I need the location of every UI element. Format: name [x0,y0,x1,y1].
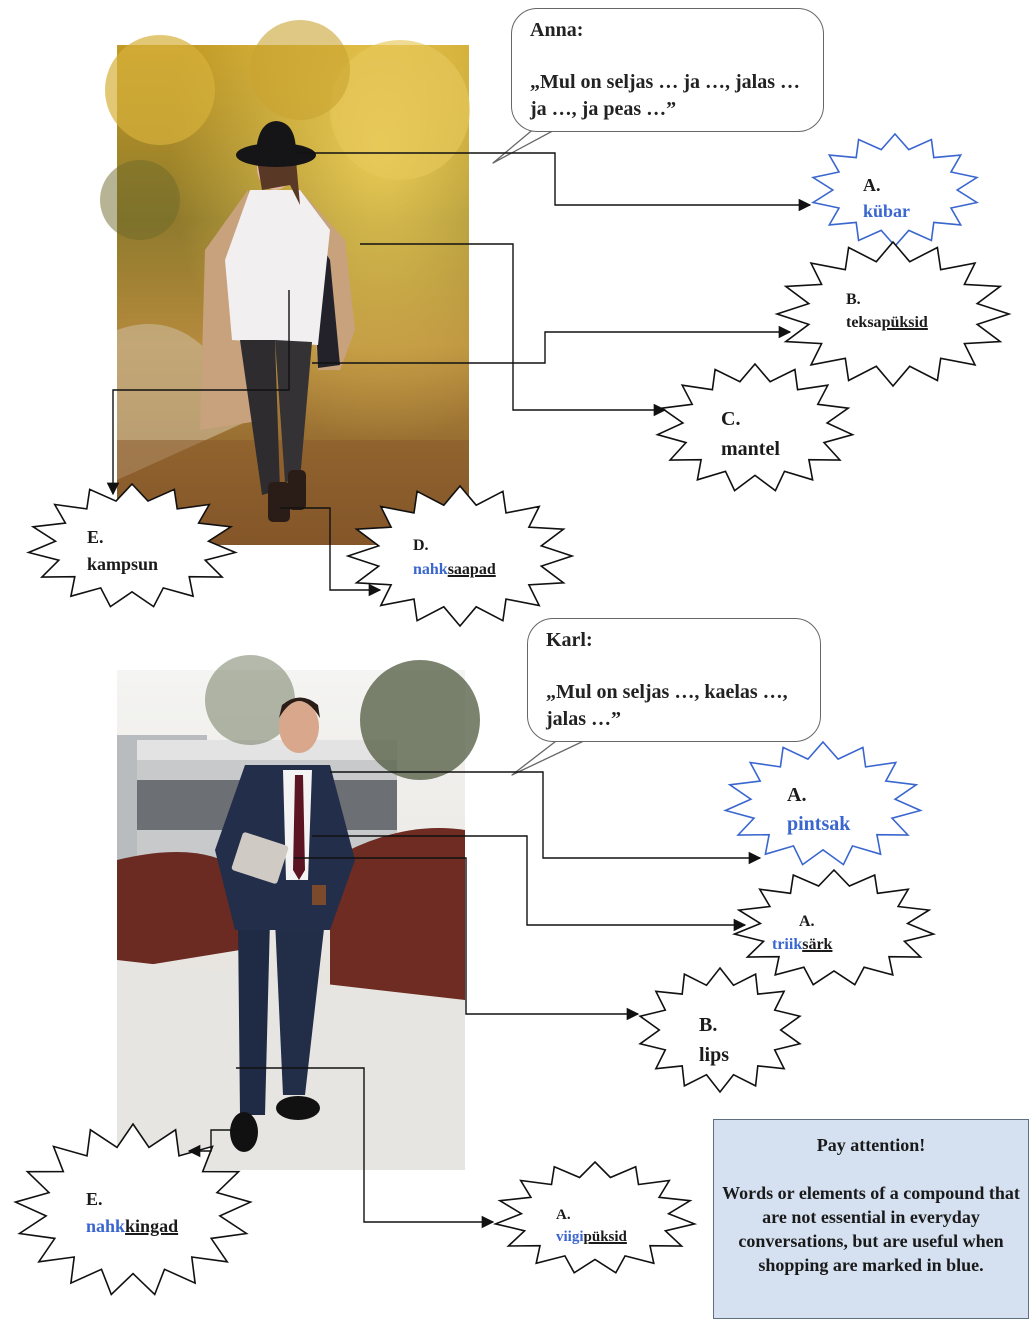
karl-photo [117,655,480,1170]
karl-label-pintsak: A. pintsak [787,781,850,839]
connector-sweater-kampsun [106,290,290,496]
connector-shirt-triiksark [312,835,747,932]
label-letter: B. [699,1014,718,1036]
label-blue-part: nahk [86,1216,126,1236]
label-underlined-part: särk [802,936,833,953]
karl-connectors [187,771,762,1229]
karl-speaker-label: Karl: [546,629,593,651]
anna-label-mantel: C. mantel [721,404,780,464]
connector-boots-saapad [280,507,382,597]
anna-burst-teksapuksid [774,240,1012,388]
label-underlined-part: kingad [125,1216,179,1236]
label-blue-part: pintsak [787,813,851,835]
anna-burst-mantel [655,362,855,492]
karl-burst-triiksark [731,868,937,986]
label-plain-part: kampsun [87,554,159,574]
anna-label-kubar: A. kübar [863,172,910,224]
label-plain-part: mantel [721,438,780,460]
note-body: Words or elements of a compound that are… [722,1183,1020,1275]
anna-quote: „Mul on seljas … ja …, jalas … ja …, ja … [530,71,800,120]
label-blue-part: triik [772,936,803,953]
anna-speech-bubble: Anna: „Mul on seljas … ja …, jalas … ja … [511,8,824,132]
label-letter: C. [721,408,741,430]
anna-label-kampsun: E. kampsun [87,524,158,578]
label-underlined-part: püksid [583,1229,627,1245]
connector-shoes-kingad [187,1129,240,1158]
anna-burst-kampsun [26,482,238,608]
karl-label-lips: B. lips [699,1010,729,1070]
karl-burst-nahkkingad [13,1122,253,1296]
karl-label-nahkkingad: E. nahkkingad [86,1186,178,1240]
anna-speaker-label: Anna: [530,19,584,41]
anna-label-nahksaapad: D. nahksaapad [413,534,496,582]
karl-label-viigipuksid: A. viigipüksid [556,1204,627,1248]
connector-coat-mantel [360,243,667,417]
anna-bubble-tail [492,126,561,164]
label-letter: A. [556,1207,571,1223]
karl-bubble-tail [511,737,591,776]
anna-photo [100,20,470,545]
label-letter: E. [86,1189,103,1209]
label-letter: A. [799,913,815,930]
note-title: Pay attention! [816,1135,926,1155]
karl-speech-bubble: Karl: „Mul on seljas …, kaelas …, jalas … [527,618,821,742]
anna-label-teksapuksid: B. teksapüksid [846,288,928,334]
label-letter: D. [413,537,429,554]
anna-burst-nahksaapad [345,484,575,628]
attention-note: Pay attention! Words or elements of a co… [713,1119,1029,1319]
connector-hat-kubar [295,152,812,212]
starburst-group [13,132,1012,1296]
label-blue-part: nahk [413,561,448,578]
karl-quote: „Mul on seljas …, kaelas …, jalas …” [546,681,788,730]
label-plain-part: teksa [846,314,882,331]
label-letter: B. [846,291,861,308]
karl-burst-viigipuksid [492,1160,698,1274]
label-plain-part: lips [699,1044,730,1066]
label-underlined-part: saapad [447,561,496,578]
connector-tie-lips [294,857,640,1021]
karl-label-triiksark: A. triiksärk [772,910,833,956]
label-letter: E. [87,527,104,547]
label-blue-part: viigi [556,1229,584,1245]
connector-jeans-puksid [312,325,792,364]
karl-burst-pintsak [723,740,923,866]
label-letter: A. [863,175,881,195]
connector-jacket-pintsak [330,771,762,865]
label-underlined-part: püksid [881,314,928,331]
label-blue-part: kübar [863,201,911,221]
karl-burst-lips [638,966,802,1094]
connector-trousers-viigipuksid [236,1067,495,1229]
anna-connectors [106,152,812,597]
label-letter: A. [787,784,807,806]
